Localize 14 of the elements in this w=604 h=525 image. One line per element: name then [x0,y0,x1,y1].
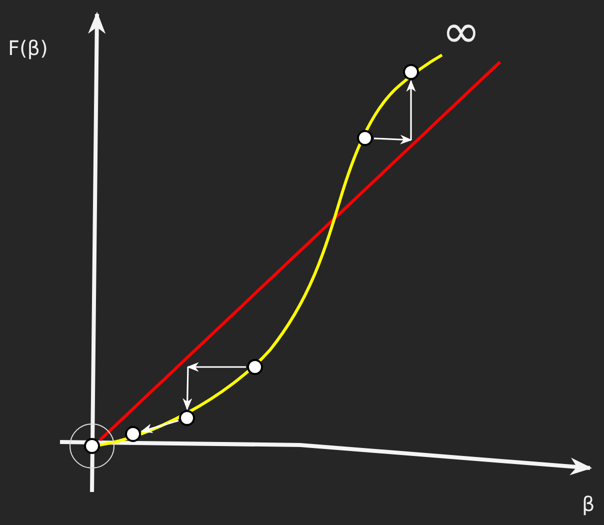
point-marker [125,426,141,442]
axis-label: β [582,494,595,514]
point-marker [179,410,195,426]
axis-label: F(β) [8,38,48,58]
arrow [406,80,416,140]
arrow [186,362,246,372]
arrow [140,420,179,433]
arrow [182,366,192,410]
point-marker [357,130,373,146]
point-marker [84,438,100,454]
point-marker [403,64,419,80]
point-marker [247,359,263,375]
arrow [374,134,412,144]
infinity-label: ∞ [442,8,480,54]
